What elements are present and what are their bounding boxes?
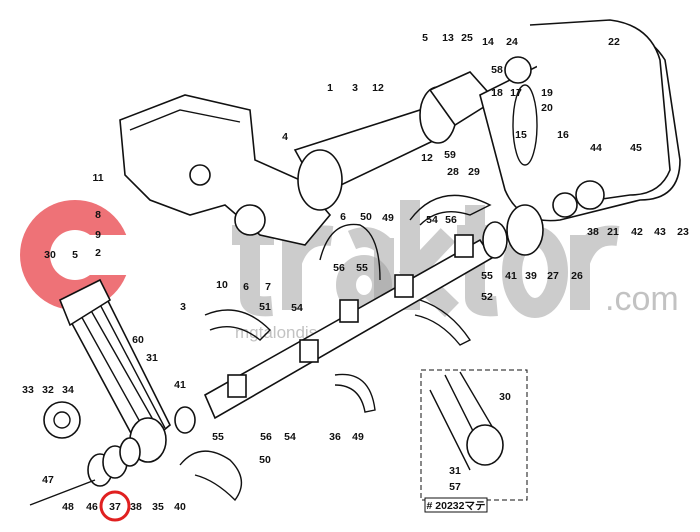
part-label[interactable]: 16 [557,129,569,141]
highlight-circle-37 [99,490,131,522]
bearing-stack [29,401,141,506]
part-label[interactable]: 55 [481,270,493,282]
part-label[interactable]: 47 [42,474,54,486]
detail-inset: # 20232マテ 30 31 57 [420,369,528,513]
part-label[interactable]: 4 [282,131,288,143]
part-label[interactable]: 59 [444,149,456,161]
part-label[interactable]: 54 [291,302,303,314]
part-label[interactable]: 50 [360,211,372,223]
part-label[interactable]: 49 [382,212,394,224]
part-label[interactable]: 12 [421,152,433,164]
part-label[interactable]: 60 [132,334,144,346]
part-label[interactable]: 31 [146,352,158,364]
part-label[interactable]: 22 [608,36,620,48]
part-label[interactable]: 13 [442,32,454,44]
left-drive-arm [58,278,171,463]
part-label[interactable]: 11 [92,172,103,184]
part-labels: 1 3 12 5 13 25 14 24 58 22 18 17 19 20 1… [22,32,689,513]
part-label[interactable]: 28 [447,166,459,178]
part-label[interactable]: 42 [631,226,643,238]
part-label[interactable]: 29 [468,166,480,178]
part-label[interactable]: 14 [482,36,494,48]
part-label: 57 [449,481,461,493]
part-label[interactable]: 36 [329,431,341,443]
part-label[interactable]: 27 [547,270,559,282]
part-label[interactable]: 51 [259,301,271,313]
part-label[interactable]: 56 [333,262,345,274]
part-label[interactable]: 17 [510,87,522,99]
part-label[interactable]: 24 [506,36,518,48]
part-label[interactable]: 19 [541,87,553,99]
part-label[interactable]: 8 [95,209,101,221]
part-label[interactable]: 10 [216,279,228,291]
part-label[interactable]: 5 [72,249,78,261]
part-label[interactable]: 38 [587,226,599,238]
part-label[interactable]: 54 [426,214,438,226]
part-label[interactable]: 45 [630,142,642,154]
part-label: 31 [449,465,461,477]
part-label[interactable]: 35 [152,501,164,513]
part-label[interactable]: 6 [340,211,346,223]
part-label[interactable]: 32 [42,384,54,396]
part-label[interactable]: 43 [654,226,666,238]
part-label[interactable]: 44 [590,142,602,154]
part-label[interactable]: 55 [212,431,224,443]
part-label[interactable]: 2 [95,247,101,259]
chain-case [479,19,681,222]
rotor-shaft [174,204,544,434]
part-label[interactable]: 9 [95,229,101,241]
part-label[interactable]: 33 [22,384,34,396]
part-label[interactable]: 55 [356,262,368,274]
part-label[interactable]: 30 [44,249,56,261]
part-label[interactable]: 49 [352,431,364,443]
part-label[interactable]: 39 [525,270,537,282]
drive-tube [293,71,497,211]
part-label[interactable]: 7 [265,281,271,293]
part-label[interactable]: 56 [445,214,457,226]
part-label[interactable]: 34 [62,384,74,396]
part-label[interactable]: 46 [86,501,98,513]
part-label[interactable]: 58 [491,64,503,76]
part-label-highlighted[interactable]: 37 [109,501,121,513]
part-label[interactable]: 56 [260,431,272,443]
part-label[interactable]: 6 [243,281,249,293]
part-label[interactable]: 52 [481,291,493,303]
part-label[interactable]: 12 [372,82,384,94]
part-label[interactable]: 50 [259,454,271,466]
watermark-logo [20,200,135,310]
part-label[interactable]: 41 [505,270,517,282]
part-label[interactable]: 1 [327,82,333,94]
part-label[interactable]: 41 [174,379,186,391]
part-label[interactable]: 25 [461,32,473,44]
part-label[interactable]: 3 [352,82,358,94]
part-label[interactable]: 5 [422,32,428,44]
part-label[interactable]: 48 [62,501,74,513]
part-label[interactable]: 23 [677,226,689,238]
part-label[interactable]: 3 [180,301,186,313]
watermark-domain: .com [605,280,679,318]
part-label[interactable]: 38 [130,501,142,513]
part-label: 30 [499,391,511,403]
part-label[interactable]: 18 [491,87,503,99]
part-label[interactable]: 54 [284,431,296,443]
part-label[interactable]: 26 [571,270,583,282]
part-label[interactable]: 20 [541,102,553,114]
inset-code: # 20232マテ [427,500,486,512]
part-label[interactable]: 21 [607,226,619,238]
part-label[interactable]: 40 [174,501,186,513]
gearbox-housing [119,94,332,246]
tines [179,194,492,502]
part-label[interactable]: 15 [515,129,527,141]
